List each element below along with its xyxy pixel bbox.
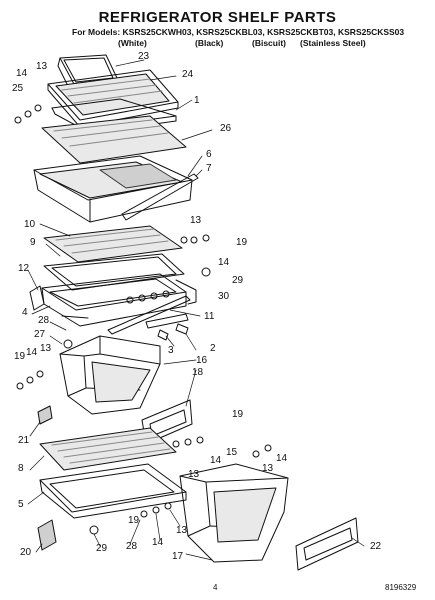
callout-3: 3 (168, 345, 174, 356)
bracket-21 (38, 406, 52, 424)
model-list: For Models: KSRS25CKWH03, KSRS25CKBL03, … (72, 27, 405, 37)
callout-4: 4 (22, 307, 28, 318)
bracket-20 (38, 520, 56, 550)
callout-17: 17 (172, 551, 184, 562)
callout-5: 5 (18, 499, 24, 510)
callout-14-e: 14 (276, 453, 288, 464)
model-number-stainless: KSRS25CKSS03 (338, 27, 405, 37)
callout-6: 6 (206, 149, 212, 160)
callout-16: 16 (196, 355, 208, 366)
finish-stainless: (Stainless Steel) (300, 38, 366, 48)
crisper-cover-9 (44, 254, 184, 290)
callout-26: 26 (220, 123, 232, 134)
models-prefix: For Models: (72, 27, 121, 37)
crisper-drawer-16 (60, 336, 160, 414)
cover-assembly-12-4-11 (30, 274, 196, 334)
callout-12: 12 (18, 263, 30, 274)
drawer-front-22 (296, 518, 358, 570)
fasteners (15, 105, 271, 534)
model-number-black: KSRS25CKBL03 (196, 27, 263, 37)
finish-white: (White) (118, 38, 147, 48)
callout-20: 20 (20, 547, 32, 558)
callout-7: 7 (206, 163, 212, 174)
callout-28-b: 28 (126, 541, 138, 552)
callout-2: 2 (210, 343, 216, 354)
diagram-title: REFRIGERATOR SHELF PARTS (98, 9, 337, 26)
finish-black: (Black) (195, 38, 224, 48)
callout-28: 28 (38, 315, 50, 326)
callout-21: 21 (18, 435, 30, 446)
callout-14: 14 (16, 68, 28, 79)
shelf-rail-7 (122, 174, 198, 220)
callout-14-f: 14 (152, 537, 164, 548)
finish-biscuit: (Biscuit) (252, 38, 286, 48)
callout-13: 13 (36, 61, 48, 72)
callout-19-d: 19 (128, 515, 140, 526)
callout-1: 1 (194, 95, 200, 106)
callout-13-b: 13 (190, 215, 202, 226)
callout-14-c: 14 (26, 347, 38, 358)
callout-19-b: 19 (14, 351, 26, 362)
document-number: 8196329 (385, 583, 417, 592)
pantry-drawer-17 (180, 464, 288, 562)
callout-29-b: 29 (96, 543, 108, 554)
lower-frame-5 (40, 464, 186, 518)
callout-8: 8 (18, 463, 24, 474)
shelf-glass-26 (42, 116, 186, 163)
callout-19-c: 19 (232, 409, 244, 420)
callout-13-f: 13 (176, 525, 188, 536)
callout-13-c: 13 (40, 343, 52, 354)
callout-13-d: 13 (262, 463, 274, 474)
callout-24: 24 (182, 69, 194, 80)
model-number-white: KSRS25CKWH03 (122, 27, 192, 37)
model-number-biscuit: KSRS25CKBT03 (267, 27, 334, 37)
shelf-glass-8 (40, 428, 176, 470)
clips-2-3 (146, 314, 188, 340)
callout-15: 15 (226, 447, 238, 458)
leader-lines (28, 60, 364, 560)
callout-10: 10 (24, 219, 36, 230)
page-number: 4 (213, 583, 218, 592)
callout-23: 23 (138, 51, 150, 62)
callout-11: 11 (204, 311, 215, 322)
callout-9: 9 (30, 237, 36, 248)
callout-14-b: 14 (218, 257, 230, 268)
callout-27: 27 (34, 329, 46, 340)
callout-19: 19 (236, 237, 248, 248)
shelf-glass-10 (44, 226, 182, 262)
callout-13-e: 13 (188, 469, 200, 480)
callout-22: 22 (370, 541, 382, 552)
callout-29: 29 (232, 275, 244, 286)
callout-25: 25 (12, 83, 24, 94)
callout-30: 30 (218, 291, 230, 302)
callout-14-d: 14 (210, 455, 222, 466)
callout-18: 18 (192, 367, 204, 378)
shelf-drawer-6 (34, 156, 192, 222)
